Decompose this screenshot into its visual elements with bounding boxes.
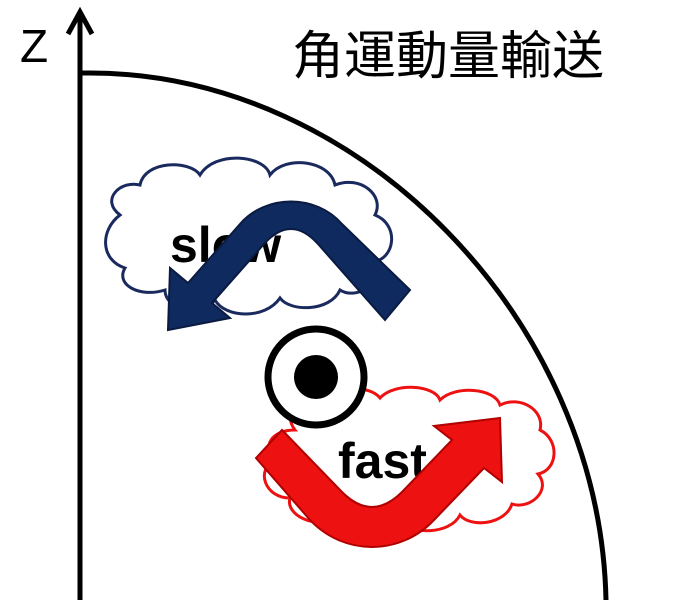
circled-dot-icon	[264, 325, 368, 429]
quarter-disk-outline	[77, 70, 609, 600]
diagram-title: 角運動量輸送	[292, 27, 604, 87]
z-axis-label: Z	[20, 20, 48, 72]
slow-arrow-icon	[166, 200, 412, 332]
z-axis-arrowhead-icon	[65, 6, 95, 36]
fast-arrow-icon	[254, 416, 504, 548]
fast-cloud-label: fast	[338, 433, 427, 489]
